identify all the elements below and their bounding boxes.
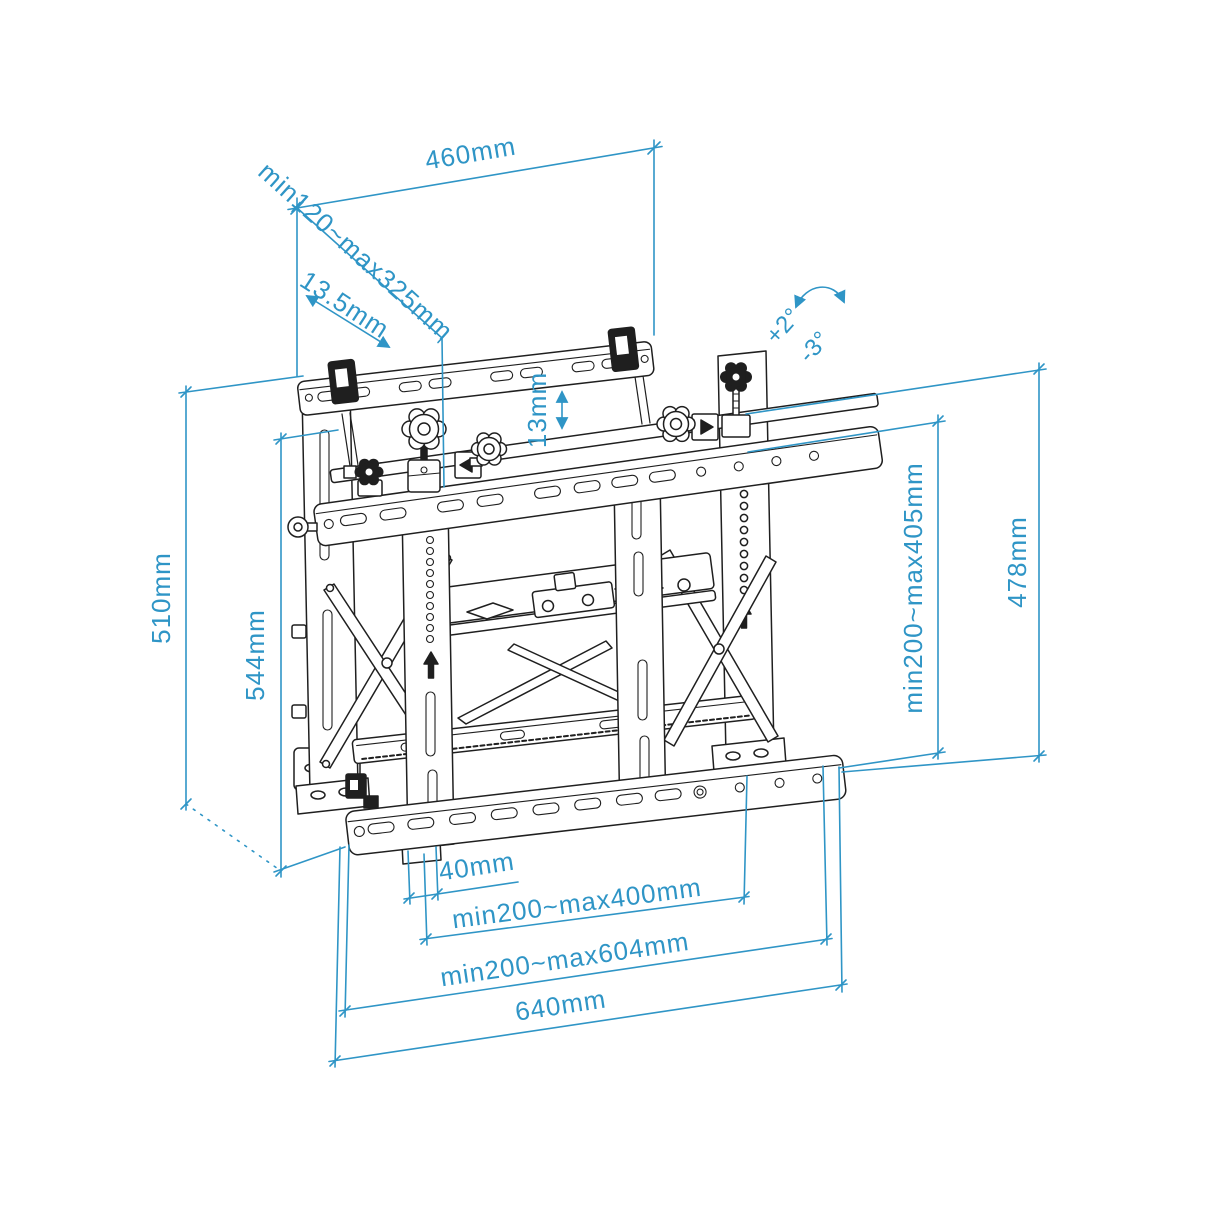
- dim-vesa-height: [747, 414, 946, 769]
- dark-star-knob[interactable]: [720, 362, 752, 438]
- right-tv-column: [613, 476, 667, 824]
- dim-inner-height: [273, 429, 346, 878]
- hanger-straps: [341, 368, 651, 467]
- left-tv-column: [401, 502, 455, 850]
- top-wall-rail: [297, 326, 655, 416]
- star-knob[interactable]: [656, 405, 719, 443]
- center-crossbar: [439, 552, 717, 636]
- tilt-arc: [794, 286, 846, 309]
- bottom-tv-rail: [345, 754, 847, 856]
- diamond-cutout: [466, 602, 514, 620]
- dim-left-height: [178, 375, 304, 872]
- dim-vesa-width-label: min200~max400mm: [450, 872, 703, 935]
- mount-artwork: [287, 326, 884, 865]
- dark-star-knob[interactable]: [343, 458, 384, 497]
- dim-total-width-label: 640mm: [513, 983, 608, 1026]
- dim-depth-range: [291, 201, 447, 488]
- star-knob[interactable]: [454, 432, 508, 479]
- right-arrow-icon: [700, 419, 714, 435]
- dim-vesa-width: [419, 775, 750, 946]
- dimension-annotations: [178, 139, 1047, 1068]
- dim-slide-width: [338, 765, 833, 1018]
- dim-top-width-label: 460mm: [423, 131, 518, 176]
- dim-foot-offset: [403, 846, 519, 905]
- up-arrow-icon: [423, 651, 439, 679]
- dim-plate-depth: [305, 294, 391, 349]
- dim-top-width: [287, 139, 663, 377]
- dim-left-height-label: 510mm: [146, 552, 176, 644]
- dim-total-width: [328, 766, 848, 1068]
- dim-foot-offset-label: 40mm: [437, 846, 517, 887]
- dim-vesa-height-label: min200~max405mm: [898, 462, 928, 713]
- dim-inner-height-label: 544mm: [240, 609, 270, 701]
- rail-hook: [363, 795, 379, 809]
- dim-slide-width-label: min200~max604mm: [438, 926, 691, 992]
- dim-right-height-label: 478mm: [1002, 516, 1032, 608]
- star-knob[interactable]: [401, 408, 447, 493]
- dim-rail-gap-label: 13mm: [522, 372, 552, 448]
- upper-tv-rail: [313, 425, 884, 547]
- dim-right-height: [745, 362, 1047, 773]
- side-knob[interactable]: [287, 516, 318, 538]
- tilt-down-label: -3°: [794, 326, 836, 368]
